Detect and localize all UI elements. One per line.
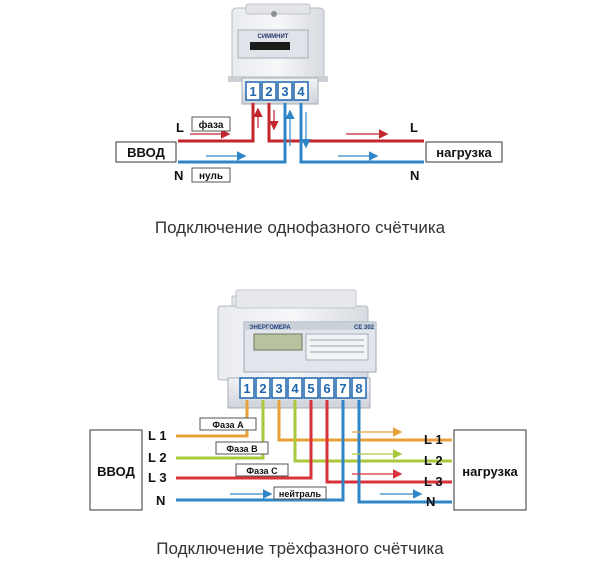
- svg-text:8: 8: [355, 381, 362, 396]
- svg-text:Фаза А: Фаза А: [212, 420, 244, 430]
- terminal-4: 4: [293, 81, 309, 101]
- three-phase-caption: Подключение трёхфазного счётчика: [156, 539, 444, 558]
- three-terminal-2: 2: [255, 377, 271, 399]
- three-terminal-4: 4: [287, 377, 303, 399]
- tag-phase-a: Фаза А: [199, 417, 257, 431]
- svg-text:ВВОД: ВВОД: [97, 464, 135, 479]
- svg-text:4: 4: [297, 84, 305, 99]
- svg-text:ВВОД: ВВОД: [127, 145, 165, 160]
- three-left-l2: L 2: [148, 450, 167, 465]
- svg-text:фаза: фаза: [199, 119, 224, 131]
- svg-text:3: 3: [275, 381, 282, 396]
- svg-text:2: 2: [259, 381, 266, 396]
- three-left-l3: L 3: [148, 470, 167, 485]
- svg-text:Фаза С: Фаза С: [246, 466, 278, 476]
- single-phase-caption: Подключение однофазного счётчика: [154, 218, 446, 237]
- three-right-l1: L 1: [424, 432, 443, 447]
- svg-text:1: 1: [249, 84, 256, 99]
- terminal-1: 1: [245, 81, 261, 101]
- three-terminals: 1 2 3 4 5 6 7 8: [239, 377, 367, 399]
- three-terminal-5: 5: [303, 377, 319, 399]
- three-left-l1: L 1: [148, 428, 167, 443]
- three-output-box: нагрузка: [453, 429, 527, 511]
- terminal-2: 2: [261, 81, 277, 101]
- tag-phase-c: Фаза С: [235, 463, 289, 477]
- single-label-n-in: N: [174, 168, 183, 183]
- svg-text:1: 1: [243, 381, 250, 396]
- svg-text:нейтраль: нейтраль: [279, 489, 322, 499]
- three-terminal-1: 1: [239, 377, 255, 399]
- three-right-l2: L 2: [424, 453, 443, 468]
- three-terminal-3: 3: [271, 377, 287, 399]
- three-left-n: N: [156, 493, 165, 508]
- three-right-n: N: [426, 494, 435, 509]
- svg-text:2: 2: [265, 84, 272, 99]
- three-meter-brand: ЭНЕРГОМЕРА: [249, 325, 291, 331]
- svg-text:3: 3: [281, 84, 288, 99]
- single-label-l-out: L: [410, 120, 418, 135]
- tag-phase-b: Фаза В: [215, 441, 269, 455]
- svg-text:нагрузка: нагрузка: [436, 145, 492, 160]
- terminal-3: 3: [277, 81, 293, 101]
- three-phase-wires: [176, 400, 452, 504]
- svg-text:6: 6: [323, 381, 330, 396]
- svg-text:7: 7: [339, 381, 346, 396]
- single-label-l-in: L: [176, 120, 184, 135]
- svg-text:нуль: нуль: [199, 171, 223, 182]
- svg-text:5: 5: [307, 381, 314, 396]
- svg-text:нагрузка: нагрузка: [462, 464, 518, 479]
- tag-neutral: нуль: [191, 167, 231, 183]
- three-terminal-8: 8: [351, 377, 367, 399]
- three-terminal-6: 6: [319, 377, 335, 399]
- single-phase-wires: [178, 103, 424, 164]
- single-terminals: 1 2 3 4: [245, 81, 309, 101]
- single-input-box: ВВОД: [115, 141, 177, 163]
- single-output-box: нагрузка: [425, 141, 503, 163]
- svg-text:Фаза В: Фаза В: [226, 444, 258, 454]
- three-meter-model: СЕ 302: [354, 325, 375, 331]
- three-input-box: ВВОД: [89, 429, 143, 511]
- three-right-l3: L 3: [424, 474, 443, 489]
- tag-phase: фаза: [191, 116, 231, 132]
- single-meter-brand: СИММНИТ: [258, 34, 289, 40]
- tag-neutral-3: нейтраль: [273, 486, 327, 500]
- three-terminal-7: 7: [335, 377, 351, 399]
- svg-text:4: 4: [291, 381, 299, 396]
- single-label-n-out: N: [410, 168, 419, 183]
